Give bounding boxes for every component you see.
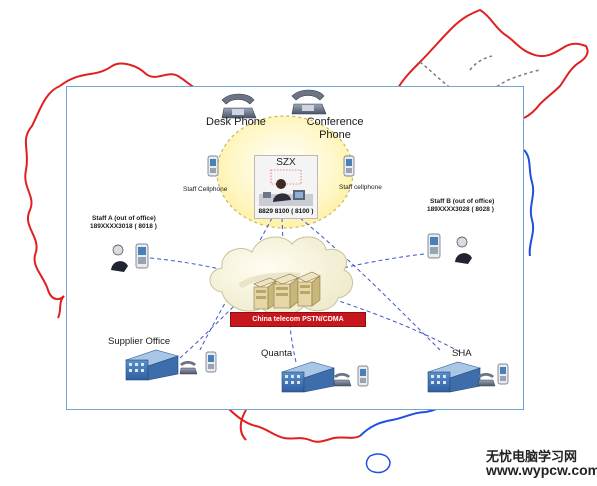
desk-phone-icon xyxy=(477,373,496,387)
desk-phone-label: Desk Phone xyxy=(206,116,266,128)
cellphone-icon xyxy=(205,351,217,373)
map-border-west xyxy=(24,85,65,301)
map-border-south xyxy=(227,407,361,443)
watermark-title: 无忧电脑学习网 xyxy=(486,450,578,465)
link-supplier xyxy=(179,301,239,359)
staff-cellphone-left-label: Staff Cellphone xyxy=(183,186,228,193)
desk-phone-icon xyxy=(333,373,352,387)
map-border-west-low xyxy=(57,295,65,319)
link-sha xyxy=(329,297,461,353)
quanta-label: Quanta xyxy=(261,348,293,359)
staff-b-number: 189XXXX3028 ( 8028 ) xyxy=(427,206,494,213)
map-dotted-border-2 xyxy=(469,55,493,71)
staff-b-name: Staff B (out of office) xyxy=(430,198,495,205)
telephone-exchange-icon xyxy=(253,271,321,310)
pstn-banner: China telecom PSTN/CDMA xyxy=(230,312,366,327)
szx-extension: 8829 8100 ( 8100 ) xyxy=(258,208,314,215)
conference-phone-icon xyxy=(291,89,327,115)
link-staff-b xyxy=(333,253,425,271)
staff-a-name: Staff A (out of office) xyxy=(92,215,156,222)
map-dotted-border xyxy=(419,61,541,97)
office-building-icon xyxy=(426,361,482,393)
conference-phone-label: Conference Phone xyxy=(306,116,364,141)
map-border-southwest xyxy=(239,409,247,441)
supplier-office-label: Supplier Office xyxy=(108,336,171,347)
person-icon xyxy=(111,244,128,272)
map-border-north xyxy=(59,62,197,89)
office-worker-photo xyxy=(259,169,313,206)
desk-phone-icon xyxy=(179,361,198,375)
cellphone-icon xyxy=(497,363,509,385)
office-building-icon xyxy=(124,349,180,381)
cellphone-icon xyxy=(207,155,219,177)
szx-title: SZX xyxy=(276,157,296,168)
map-border-east xyxy=(523,149,535,257)
link-hq-supplier xyxy=(199,217,273,351)
map-border-northeast xyxy=(397,8,589,119)
staff-cellphone-right-label: Staff cellphone xyxy=(339,184,382,191)
watermark-url: www.wypcw.com xyxy=(486,462,597,478)
cellphone-icon xyxy=(357,365,369,387)
cellphone-icon xyxy=(343,155,355,177)
exchange-cabinet-3 xyxy=(297,271,321,307)
exchange-cabinet-2 xyxy=(273,273,299,309)
person-icon xyxy=(455,236,472,264)
office-building-icon xyxy=(280,361,336,393)
cellphone-icon xyxy=(135,243,149,269)
staff-a-number: 189XXXX3018 ( 8018 ) xyxy=(90,223,157,230)
desk-phone-icon xyxy=(221,93,257,119)
szx-headquarters: SZX 8829 8100 ( 8100 ) xyxy=(254,155,318,219)
sha-label: SHA xyxy=(452,348,472,359)
map-island-hainan xyxy=(365,453,391,474)
cellphone-icon xyxy=(427,233,441,259)
